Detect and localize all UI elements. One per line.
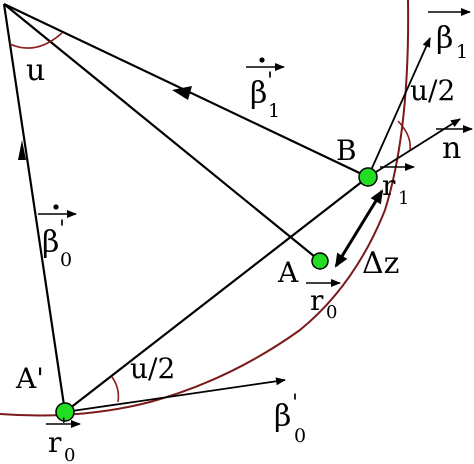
label-A-prime: A' <box>15 362 44 395</box>
beta0-dot-arrowhead <box>18 140 26 160</box>
svg-text:β: β <box>42 225 59 260</box>
point-A-prime <box>55 402 75 422</box>
label-A: A <box>277 256 299 289</box>
svg-text:β: β <box>274 399 291 434</box>
angle-arc-bottom-u-half <box>111 376 120 403</box>
svg-text:r: r <box>310 284 324 317</box>
line-apex-to-A <box>3 3 321 262</box>
svg-text:β: β <box>250 76 267 111</box>
svg-text:r: r <box>48 426 62 459</box>
svg-text:r: r <box>382 169 396 202</box>
svg-text:0: 0 <box>60 249 72 271</box>
point-B <box>358 167 378 187</box>
angle-arc-u <box>9 32 63 49</box>
label-r0-prime: r ' 0 <box>46 413 81 464</box>
svg-text:1: 1 <box>268 100 280 122</box>
label-r1: r 1 <box>380 163 415 209</box>
label-beta1-dot-prime: β ' 1 <box>246 57 285 122</box>
angle-arc-top-u-half <box>397 120 412 151</box>
svg-text:': ' <box>59 217 65 242</box>
label-beta0-prime: β ' 0 <box>274 391 306 447</box>
label-n: n <box>436 125 473 166</box>
beta1-vector <box>367 37 431 178</box>
label-delta-z: Δz <box>362 246 399 281</box>
svg-text:0: 0 <box>326 302 337 323</box>
svg-text:n: n <box>442 131 461 166</box>
curved-arc <box>0 0 410 417</box>
beta1-dot-arrowhead <box>172 86 192 100</box>
label-u-half-top: u/2 <box>410 74 455 107</box>
line-Aprime-to-apex <box>2 3 67 413</box>
delta-z-arrow <box>334 189 384 268</box>
label-beta0-dot-prime: β ' 0 <box>38 204 77 271</box>
label-r0: r 0 <box>306 279 341 323</box>
svg-text:': ' <box>267 69 273 94</box>
label-beta1: β 1 <box>428 8 471 63</box>
svg-text:β: β <box>436 21 453 56</box>
svg-text:': ' <box>61 413 67 437</box>
svg-text:1: 1 <box>456 41 468 63</box>
line-Aprime-to-B <box>64 176 369 413</box>
svg-text:0: 0 <box>64 445 75 464</box>
svg-text:': ' <box>292 391 298 416</box>
svg-text:1: 1 <box>398 188 409 209</box>
svg-text:0: 0 <box>294 425 306 447</box>
label-u: u <box>26 53 45 88</box>
beta0-prime-vector <box>64 377 286 413</box>
label-B: B <box>336 134 357 167</box>
point-A <box>311 252 329 270</box>
label-u-half-bottom: u/2 <box>130 352 175 385</box>
